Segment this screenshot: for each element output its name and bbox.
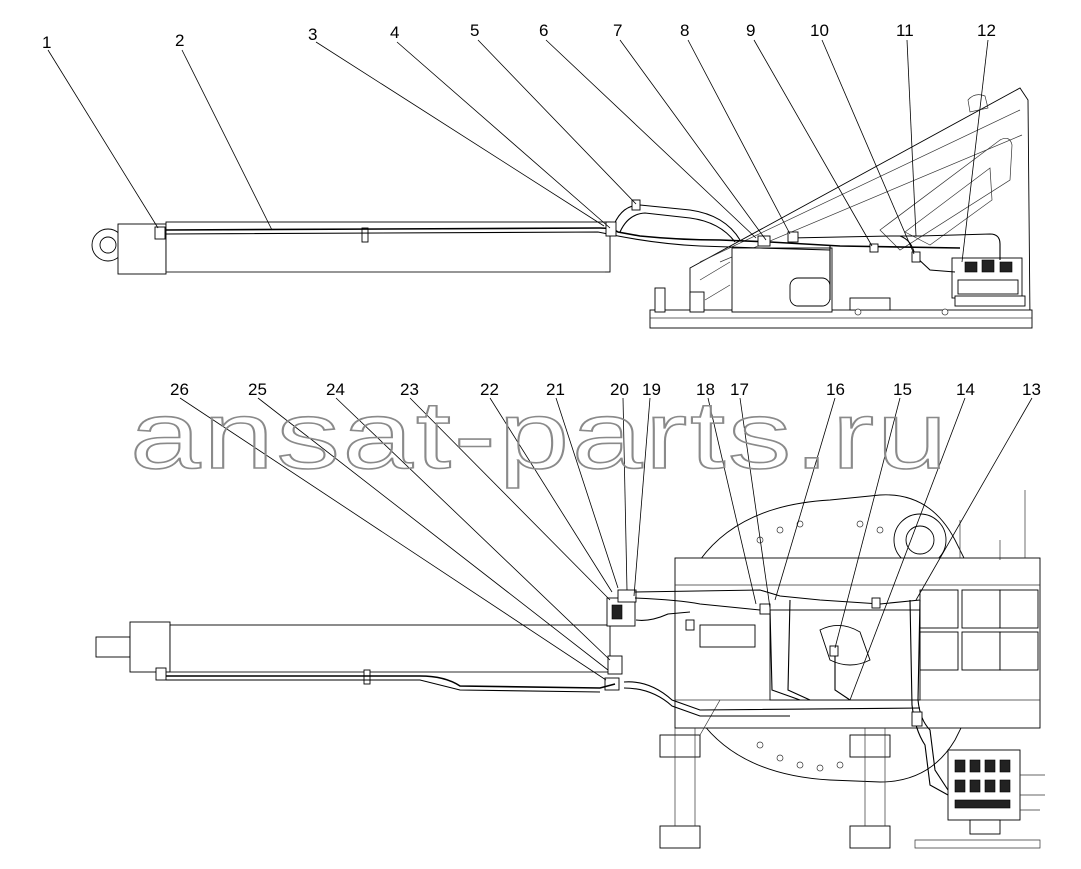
top-boom-frame	[649, 87, 1033, 329]
callout-20: 20	[610, 380, 629, 399]
top-hoses	[165, 199, 1001, 300]
callout-14: 14	[956, 380, 975, 399]
watermark-text: ansat-parts.ru	[130, 382, 950, 489]
callout-13: 13	[1022, 380, 1041, 399]
callout-9: 9	[746, 21, 755, 40]
bottom-hoses	[166, 589, 949, 796]
callout-19: 19	[642, 380, 661, 399]
callout-15: 15	[893, 380, 912, 399]
bottom-valve-block	[604, 589, 637, 691]
callout-12: 12	[977, 21, 996, 40]
callout-6: 6	[539, 21, 548, 40]
top-leaders	[47, 39, 989, 263]
callout-25: 25	[248, 380, 267, 399]
callout-10: 10	[810, 21, 829, 40]
bottom-callouts: 26 25 24 23 22 21 20 19 18 17 16 15 14 1…	[170, 380, 1041, 399]
bottom-leaders	[179, 397, 1033, 701]
callout-22: 22	[480, 380, 499, 399]
callout-17: 17	[730, 380, 749, 399]
callout-4: 4	[390, 23, 399, 42]
bottom-control-valve	[947, 749, 1045, 835]
callout-24: 24	[326, 380, 345, 399]
top-view: 1 2 3 4 5 6 7 8 9 10 11 12	[42, 21, 1033, 329]
callout-18: 18	[696, 380, 715, 399]
callout-3: 3	[308, 25, 317, 44]
callout-7: 7	[613, 21, 622, 40]
bottom-view: 26 25 24 23 22 21 20 19 18 17 16 15 14 1…	[95, 380, 1045, 849]
callout-23: 23	[400, 380, 419, 399]
callout-5: 5	[470, 21, 479, 40]
callout-8: 8	[680, 21, 689, 40]
bottom-frame	[659, 490, 1041, 849]
callout-1: 1	[42, 33, 51, 52]
callout-2: 2	[175, 31, 184, 50]
callout-21: 21	[546, 380, 565, 399]
callout-26: 26	[170, 380, 189, 399]
top-callouts: 1 2 3 4 5 6 7 8 9 10 11 12	[42, 21, 996, 52]
bottom-cylinder	[95, 621, 611, 685]
callout-16: 16	[826, 380, 845, 399]
callout-11: 11	[896, 21, 914, 40]
